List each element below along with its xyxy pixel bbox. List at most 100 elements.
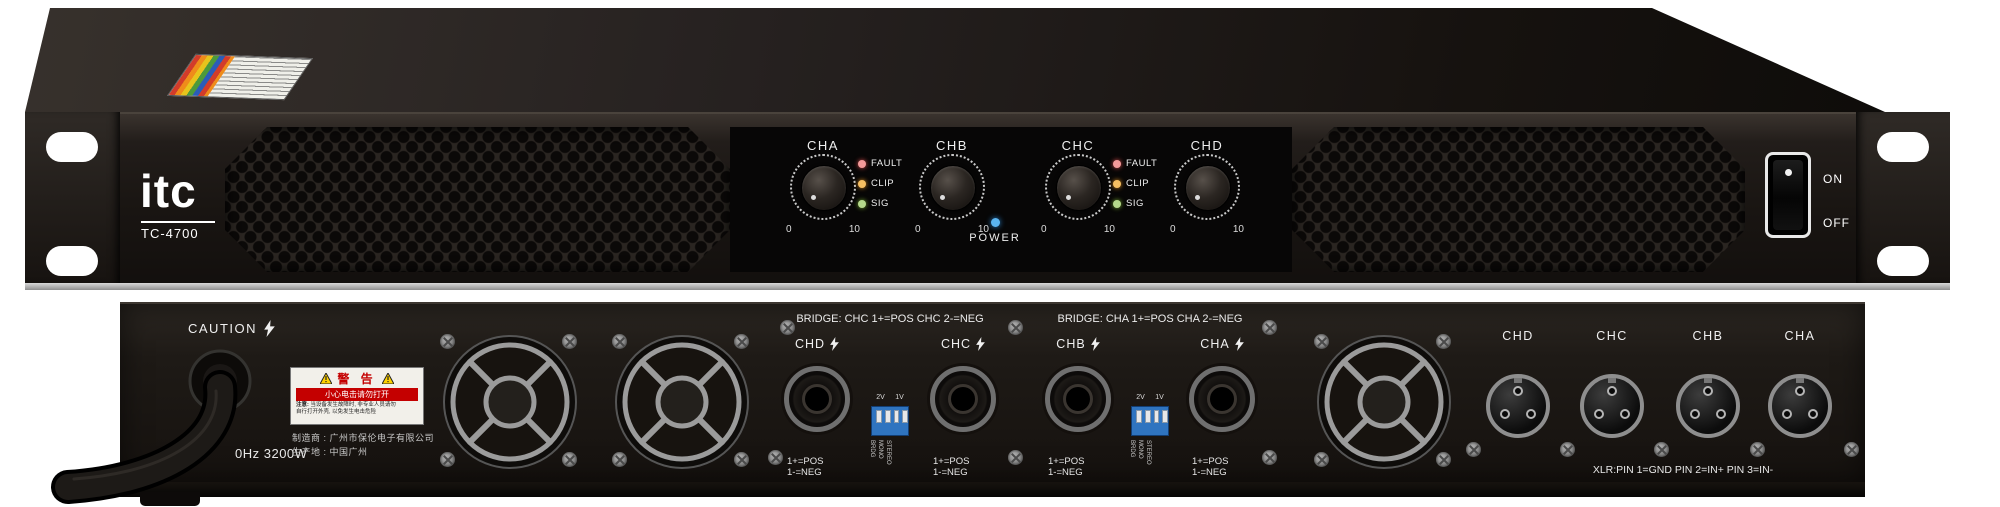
knob-pointer — [1195, 195, 1200, 200]
knob-tick-ring — [919, 154, 985, 220]
dip-switch[interactable] — [1136, 410, 1142, 423]
rack-mount-hole — [46, 132, 98, 162]
dip-switch-block-2[interactable] — [1131, 406, 1169, 436]
signal-label: SIG — [871, 198, 889, 209]
cooling-fan — [443, 335, 577, 469]
scale-max: 10 — [1103, 224, 1115, 235]
channel-name: CHB — [1056, 337, 1086, 351]
xlr-pin — [1716, 409, 1726, 419]
pin-line1: 1+=POS — [787, 456, 824, 467]
channel-name: CHD — [794, 337, 826, 351]
scale-max: 10 — [848, 224, 860, 235]
screw-icon — [1262, 320, 1277, 335]
channel-label-chd: CHD — [1190, 138, 1224, 153]
rack-mount-hole — [1877, 246, 1929, 276]
channel-c-control: CHC 0 10 — [1033, 138, 1123, 238]
screw-icon — [1466, 442, 1481, 457]
xlr-input-chb — [1676, 374, 1740, 438]
pin-line2: 1-=NEG — [1048, 467, 1083, 478]
xlr-pin — [1513, 386, 1523, 396]
xlr-label-cha: CHA — [1784, 329, 1816, 343]
pin-label-chb: 1+=POS 1-=NEG — [1048, 456, 1112, 478]
screw-icon — [768, 450, 783, 465]
gain-knob-chc[interactable] — [1056, 165, 1102, 211]
xlr-pin — [1690, 409, 1700, 419]
channel-a-control: CHA 0 10 — [778, 138, 868, 238]
warning-note-line1: 当设备发生故障时, 非专业人员请勿 — [310, 402, 396, 408]
knob-scale: 0 10 — [1033, 224, 1123, 235]
fault-label: FAULT — [1126, 158, 1158, 169]
power-rocker[interactable] — [1773, 160, 1803, 230]
screw-icon — [1654, 442, 1669, 457]
xlr-pin — [1703, 386, 1713, 396]
xlr-label-chb: CHB — [1692, 329, 1724, 343]
dip-switch[interactable] — [893, 410, 900, 423]
knob-tick-ring — [1174, 154, 1240, 220]
pin-line2: 1-=NEG — [1192, 467, 1227, 478]
gain-knob-chd[interactable] — [1185, 165, 1231, 211]
ventilation-grille-left — [225, 127, 730, 272]
cooling-fan — [615, 335, 749, 469]
warning-note-prefix: 注意: — [296, 402, 309, 408]
speakon-output-chc — [930, 366, 996, 432]
clip-label: CLIP — [871, 178, 895, 189]
signal-led — [858, 199, 866, 208]
channel-d-control: CHD 0 10 — [1162, 138, 1252, 238]
xlr-pinout-note: XLR:PIN 1=GND PIN 2=IN+ PIN 3=IN- — [1592, 464, 1774, 476]
xlr-notch — [1704, 378, 1712, 383]
lightning-bolt-icon — [976, 337, 985, 351]
xlr-input-chd — [1486, 374, 1550, 438]
screw-icon — [734, 334, 749, 349]
dip-label-stereo: STEREO — [1145, 440, 1151, 465]
xlr-input-chc — [1580, 374, 1644, 438]
xlr-input-cha — [1768, 374, 1832, 438]
screw-icon — [1314, 334, 1329, 349]
xlr-pin — [1795, 386, 1805, 396]
xlr-pin — [1526, 409, 1536, 419]
manufacturer-line2: 生产地 : 中国广州 — [292, 447, 368, 457]
signal-label: SIG — [1126, 198, 1144, 209]
dip-label-2v: 2V — [1136, 394, 1145, 401]
scale-max: 10 — [977, 224, 989, 235]
xlr-pin — [1594, 409, 1604, 419]
screw-icon — [734, 452, 749, 467]
dip-switch[interactable] — [1153, 410, 1160, 423]
dip-switch[interactable] — [1144, 410, 1151, 423]
gain-knob-chb[interactable] — [930, 165, 976, 211]
screw-icon — [440, 334, 455, 349]
dip-switch[interactable] — [902, 410, 908, 423]
lightning-bolt-icon — [264, 320, 275, 337]
switch-on-label: ON — [1823, 172, 1843, 186]
xlr-pin — [1782, 409, 1792, 419]
gain-knob-cha[interactable] — [801, 165, 847, 211]
dip-switch[interactable] — [1162, 410, 1168, 423]
fault-label: FAULT — [871, 158, 903, 169]
rocker-indicator-dot — [1784, 169, 1792, 176]
scale-min: 0 — [915, 224, 921, 235]
channel-label-cha: CHA — [807, 138, 839, 153]
warning-subtitle: 小心电击请勿打开 — [296, 388, 418, 401]
pin-line1: 1+=POS — [1048, 456, 1085, 467]
speakon-name-chc: CHC — [921, 337, 1005, 351]
scale-min: 0 — [786, 224, 792, 235]
dip-label-1v: 1V — [895, 394, 904, 401]
dip-label-2v: 2V — [876, 394, 885, 401]
dip-switch-block-1[interactable] — [871, 406, 909, 436]
clip-led — [1113, 179, 1121, 188]
dip-mode-labels: BRDG MONO STEREO — [869, 440, 915, 466]
dip-label-mono: MONO — [1137, 440, 1143, 459]
power-label: POWER — [969, 232, 1021, 244]
power-switch[interactable] — [1765, 152, 1811, 238]
knob-scale: 0 10 — [907, 224, 997, 235]
dip-label-1v: 1V — [1155, 394, 1164, 401]
screw-icon — [1262, 450, 1277, 465]
dip-switch[interactable] — [884, 410, 891, 423]
dip-switch[interactable] — [876, 410, 882, 423]
switch-off-label: OFF — [1823, 216, 1850, 230]
warning-triangle-icon — [320, 373, 333, 384]
fault-led — [858, 159, 866, 168]
screw-icon — [1750, 442, 1765, 457]
caution-text: CAUTION — [188, 321, 257, 336]
scale-min: 0 — [1041, 224, 1047, 235]
